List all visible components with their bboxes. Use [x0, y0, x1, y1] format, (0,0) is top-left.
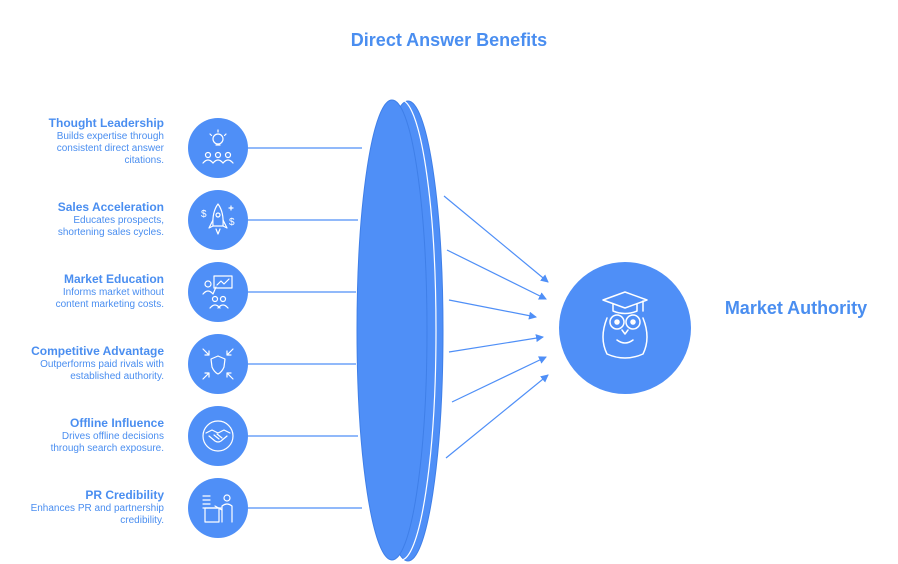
benefit-description: through search exposure. [50, 443, 164, 454]
benefit-sales-acceleration: Sales Acceleration Educates prospects, s… [10, 200, 164, 239]
input-connectors [247, 147, 362, 509]
arrow-line [443, 195, 549, 283]
benefit-title: Market Education [63, 272, 164, 286]
benefit-description: Educates prospects, [73, 215, 164, 226]
benefit-description: Outperforms paid rivals with [40, 359, 164, 370]
benefit-title: Offline Influence [69, 416, 164, 430]
svg-text:$: $ [229, 217, 235, 228]
benefit-competitive-advantage: Competitive Advantage Outperforms paid r… [10, 344, 164, 383]
benefit-icon-market-education [188, 262, 248, 322]
benefit-title: Thought Leadership [48, 116, 164, 130]
outcome-label: Market Authority [724, 298, 868, 318]
benefit-thought-leadership: Thought Leadership Builds expertise thro… [10, 116, 164, 167]
focusing-lens [356, 99, 444, 562]
benefit-description: credibility. [120, 515, 164, 526]
benefit-market-education: Market Education Informs market without … [10, 272, 164, 311]
benefit-offline-influence: Offline Influence Drives offline decisio… [10, 416, 164, 455]
lightbulb-audience-icon [202, 129, 234, 164]
benefit-description: content marketing costs. [55, 299, 164, 310]
benefit-title: PR Credibility [85, 488, 164, 502]
benefit-description: citations. [124, 155, 164, 166]
benefit-icon-sales-acceleration: $ $ [188, 190, 248, 250]
benefit-title: Competitive Advantage [31, 344, 164, 358]
benefit-pr-credibility: PR Credibility Enhances PR and partnersh… [10, 488, 164, 527]
benefit-icon-pr-credibility [188, 478, 248, 538]
arrow-line [451, 356, 547, 403]
arrow-line [446, 249, 547, 300]
graduate-owl-icon [602, 291, 648, 359]
benefit-description: established authority. [70, 371, 164, 382]
benefit-description: Enhances PR and partnership [30, 503, 164, 514]
arrow-line [448, 334, 544, 353]
rocket-money-icon: $ $ [201, 203, 235, 235]
benefit-icon-competitive-advantage [188, 334, 248, 394]
podium-speaker-icon [202, 494, 233, 523]
svg-text:$: $ [201, 209, 207, 220]
benefit-icon-offline-influence [188, 406, 248, 466]
benefit-description: Drives offline decisions [61, 431, 164, 442]
benefit-description: Informs market without [62, 287, 164, 298]
benefit-description: shortening sales cycles. [57, 227, 164, 238]
benefit-title: Sales Acceleration [57, 200, 164, 214]
benefit-description: consistent direct answer [56, 143, 164, 154]
presentation-board-icon [202, 275, 233, 309]
benefit-icon-thought-leadership [188, 118, 248, 178]
arrow-line [448, 299, 537, 320]
diagram-title: Direct Answer Benefits [350, 30, 548, 50]
outcome-circle [559, 262, 691, 394]
benefit-description: Builds expertise through [56, 131, 164, 142]
shield-arrows-icon [202, 348, 234, 380]
arrow-line [445, 374, 549, 459]
handshake-icon [202, 420, 234, 452]
converging-arrows [443, 195, 549, 459]
